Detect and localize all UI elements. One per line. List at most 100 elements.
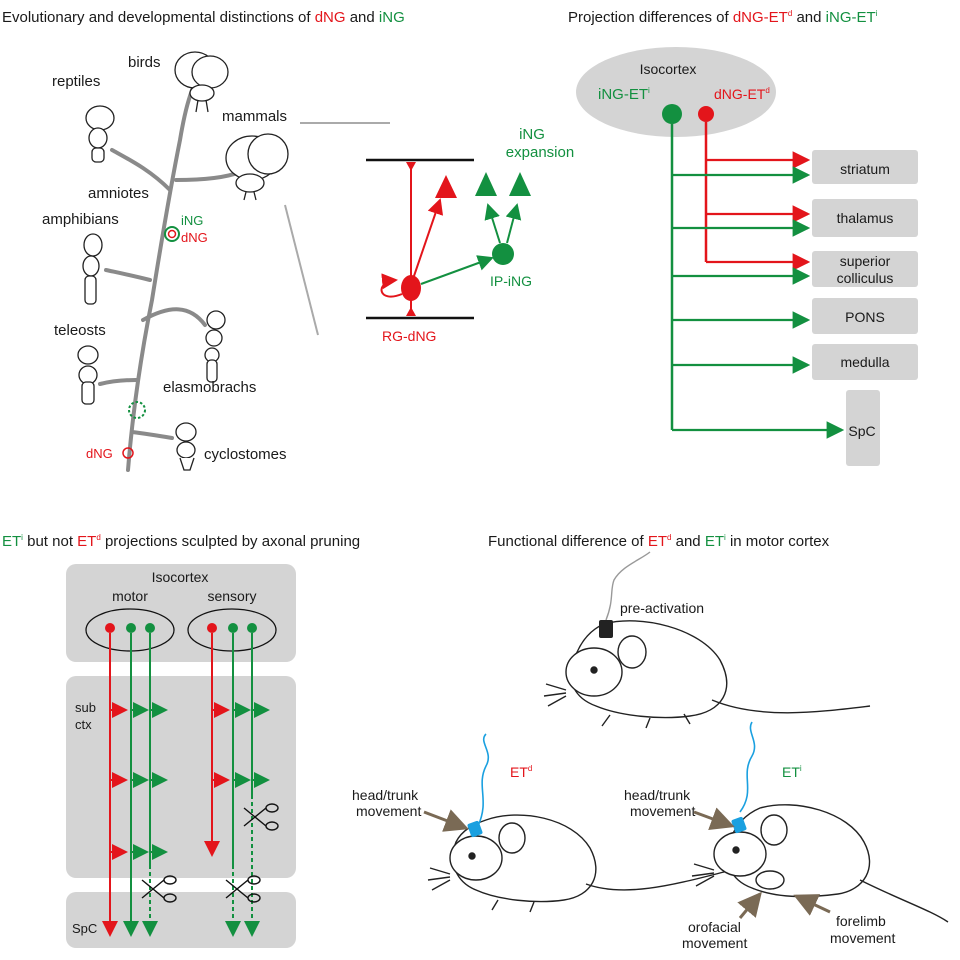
ing-et-label: iNG-ETi	[598, 86, 650, 103]
bird-brain-sketch	[174, 51, 229, 113]
rg-dng-cell	[401, 275, 421, 301]
label-birds: birds	[128, 54, 161, 71]
rg-dng-label: RG-dNG	[382, 328, 436, 344]
ing-expansion-label-1: iNG	[519, 126, 545, 143]
isocortex-box-label: Isocortex	[152, 569, 209, 585]
sensory-eti-soma-1	[228, 623, 238, 633]
forelimb-label: forelimb	[836, 913, 886, 929]
zoom-line-bottom	[284, 204, 319, 336]
target-striatum-box	[812, 150, 918, 184]
mouse-pre-activation	[543, 620, 871, 729]
phylogenetic-tree	[98, 86, 242, 472]
spc-box	[66, 892, 296, 948]
isocortex-box	[66, 564, 296, 662]
etd-fiber	[477, 733, 490, 827]
eti-mouse-label: ETi	[782, 764, 802, 780]
isocortex-label: Isocortex	[640, 61, 697, 77]
pre-activation-label: pre-activation	[620, 600, 704, 616]
motor-etd-soma	[105, 623, 115, 633]
dng-root-label: dNG	[86, 446, 113, 461]
etd-mouse-label: ETd	[510, 764, 532, 780]
dng-in-ing-marker	[167, 229, 177, 239]
orofacial-arrow	[737, 891, 762, 919]
dng-root-marker	[122, 447, 134, 459]
target-colliculus-box	[812, 251, 918, 287]
ing-origin-marker	[164, 226, 180, 242]
movement-label-1: movement	[356, 803, 421, 819]
pre-activation-fiber	[605, 551, 651, 621]
sensory-etd-soma	[207, 623, 217, 633]
dng-marker-label: dNG	[181, 230, 208, 245]
panel-a: Evolutionary and developmental distincti…	[2, 9, 574, 472]
teleost-brain-sketch	[77, 345, 99, 405]
label-reptiles: reptiles	[52, 73, 100, 90]
ing-et-soma	[662, 104, 682, 124]
target-thalamus-box	[812, 199, 918, 237]
panel-d-title: Functional difference of ETd and ETi in …	[488, 533, 830, 550]
panel-a-title: Evolutionary and developmental distincti…	[2, 9, 405, 26]
ing-marker-label: iNG	[181, 213, 203, 228]
mouse-eti	[691, 804, 949, 923]
panel-b: Projection differences of dNG-ETd and iN…	[568, 9, 918, 466]
head-trunk-arrow-2	[693, 807, 735, 831]
sub-label: sub	[75, 700, 96, 715]
ip-ing-cell	[492, 243, 514, 265]
eti-fiber	[739, 721, 756, 813]
sensory-eti-soma-2	[247, 623, 257, 633]
scissors-icon-3	[225, 875, 261, 903]
ing-neuron-triangle-1	[475, 172, 497, 196]
amphibian-brain-sketch	[82, 233, 103, 305]
pruning-axons	[102, 633, 270, 937]
ing-expansion-label-2: expansion	[506, 144, 574, 161]
mouse-etd	[427, 814, 741, 913]
sensory-label: sensory	[207, 588, 256, 604]
target-medulla-box	[812, 344, 918, 380]
dng-et-label: dNG-ETd	[714, 86, 770, 102]
head-trunk-label-1: head/trunk	[352, 787, 419, 803]
dng-et-soma	[698, 106, 714, 122]
target-medulla-label: medulla	[840, 354, 889, 370]
etd-probe	[467, 820, 483, 838]
dng-neuron-triangle	[435, 175, 457, 198]
target-spc-label: SpC	[848, 423, 875, 439]
panel-b-title: Projection differences of dNG-ETd and iN…	[568, 9, 878, 26]
label-elasmobranchs: elasmobrachs	[163, 379, 256, 396]
panel-c: ETi but not ETd projections sculpted by …	[2, 533, 360, 948]
target-colliculus-label: colliculus	[837, 270, 894, 286]
scissors-icon-1	[141, 875, 177, 903]
label-amphibians: amphibians	[42, 211, 119, 228]
target-spc-box	[846, 390, 880, 466]
label-cyclostomes: cyclostomes	[204, 446, 287, 463]
label-teleosts: teleosts	[54, 322, 106, 339]
target-pons-label: PONS	[845, 309, 885, 325]
subcortex-box	[66, 676, 296, 878]
panel-d: Functional difference of ETd and ETi in …	[352, 533, 949, 951]
motor-eti-soma-1	[126, 623, 136, 633]
eti-probe	[731, 816, 747, 834]
panel-c-title: ETi but not ETd projections sculpted by …	[2, 533, 360, 550]
target-thalamus-label: thalamus	[837, 210, 894, 226]
forelimb-movement-label: movement	[830, 930, 895, 946]
target-superior-label: superior	[840, 253, 891, 269]
neurogenesis-inset: iNG expansion IP-iNG RG-dNG	[366, 126, 574, 344]
reptile-brain-sketch	[85, 105, 115, 163]
head-trunk-label-2: head/trunk	[624, 787, 691, 803]
ing-neuron-triangle-2	[509, 172, 531, 196]
cyclostome-brain-sketch	[175, 422, 197, 471]
forelimb-arrow	[793, 894, 831, 916]
ip-ing-label: IP-iNG	[490, 273, 532, 289]
motor-eti-soma-2	[145, 623, 155, 633]
mammal-brain-sketch	[225, 133, 289, 201]
label-amniotes: amniotes	[88, 185, 149, 202]
orofacial-movement-label: movement	[682, 935, 747, 951]
projection-arrows	[672, 151, 845, 439]
motor-label: motor	[112, 588, 148, 604]
scissors-icon-2	[243, 803, 279, 831]
movement-label-2: movement	[630, 803, 695, 819]
spc-label: SpC	[72, 921, 97, 936]
target-pons-box	[812, 298, 918, 334]
orofacial-label: orofacial	[688, 919, 741, 935]
ctx-label: ctx	[75, 717, 92, 732]
head-trunk-arrow-1	[423, 809, 469, 832]
